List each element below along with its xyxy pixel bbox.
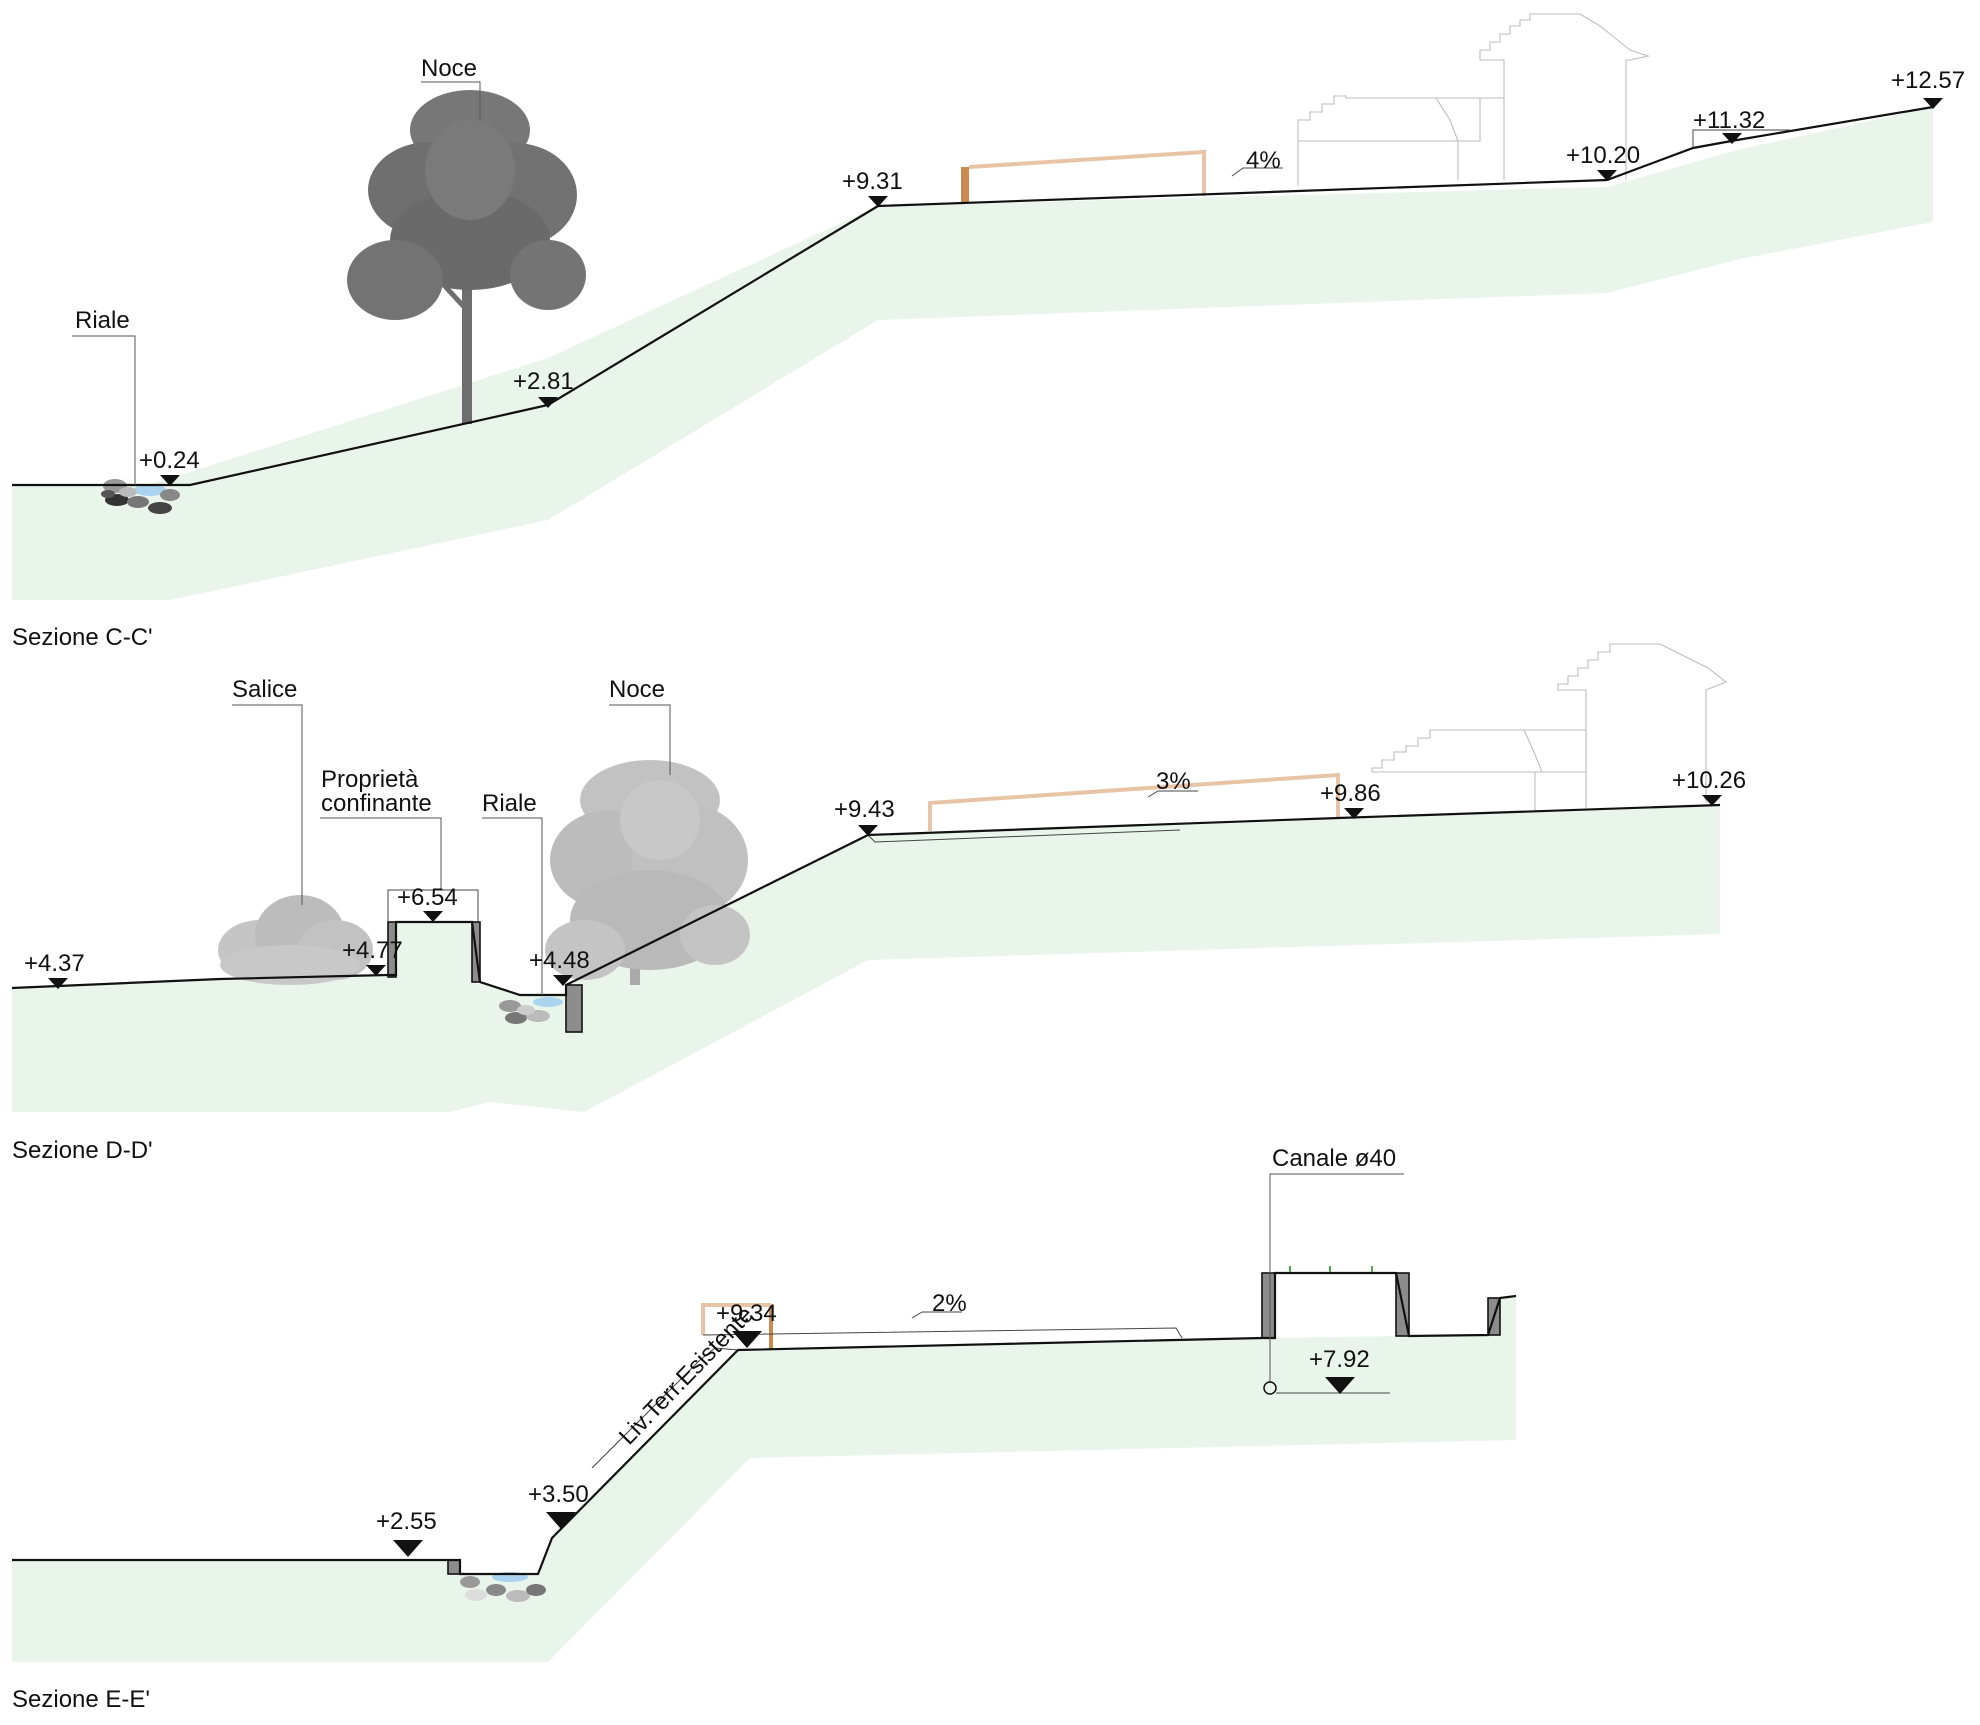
svg-text:+9.43: +9.43 [834,796,895,823]
section-d-willow-label: Salice [232,676,297,703]
section-c-upper-step [1692,129,1790,148]
section-d-elevation-2: +6.54 [397,884,458,922]
section-e-existing-ground-line [591,1347,739,1469]
section-d-fence-base [867,829,1181,843]
section-d-property-leader [320,817,442,890]
section-c-house [1297,13,1651,186]
section-d-title: Sezione D-D' [12,1137,153,1164]
svg-text:+12.57: +12.57 [1891,67,1965,94]
section-c-elevation-3: +10.20 [1566,142,1640,181]
section-e-canal-wall-left [1261,1272,1276,1339]
svg-text:+2.55: +2.55 [376,1508,437,1535]
section-c-slope-label: 4% [1246,147,1281,174]
section-d-elevation-5: +9.86 [1320,780,1381,819]
svg-text:+0.24: +0.24 [139,447,200,474]
section-d-elevation-3: +4.48 [529,947,590,986]
section-c-stream-leader [72,335,136,485]
section-c: 4% R [12,13,1965,651]
section-d-slope-label: 3% [1156,768,1191,795]
section-c-stream-stones [101,479,180,514]
section-e-terrain-line [12,1271,1517,1576]
section-c-slope-arrow [1231,167,1283,177]
svg-text:+7.92: +7.92 [1309,1346,1370,1373]
section-e-fence [701,1303,771,1335]
section-c-elevation-1: +2.81 [513,368,574,408]
section-c-ground [12,107,1933,600]
section-c-stream-label: Riale [75,307,130,334]
section-e-elevation-3: +7.92 [1309,1346,1370,1394]
section-e-slope-label: 2% [932,1290,967,1317]
section-c-fence-post [961,167,969,202]
section-e-elevation-2: +9.34 [716,1300,777,1348]
section-e-canal-leader [1269,1173,1404,1383]
section-c-title: Sezione C-C' [12,624,153,651]
svg-text:+4.48: +4.48 [529,947,590,974]
section-c-elevation-0: +0.24 [139,447,200,486]
svg-text:+10.20: +10.20 [1566,142,1640,169]
section-e-raised-ground [702,1327,1183,1339]
section-d-elevation-1: +4.77 [342,937,403,976]
section-e-canal-pipe [1263,1381,1277,1395]
section-d-slope-arrow [1147,790,1198,798]
section-c-elevation-4: +11.32 [1693,107,1765,144]
section-d-fence [928,772,1340,831]
section-d-tree-label: Noce [609,676,665,703]
svg-text:+9.31: +9.31 [842,168,903,195]
section-d-wall-stream [565,984,583,1033]
svg-text:+10.26: +10.26 [1672,767,1746,794]
svg-text:+9.34: +9.34 [716,1300,777,1327]
section-d-walnut-tree [545,760,750,985]
section-e-fence-post [769,1306,773,1350]
svg-text:+3.50: +3.50 [528,1481,589,1508]
section-d-tree-leader [609,704,671,775]
section-e: Liv.Terr.Esistente 2% Canale ø40 [12,1145,1517,1713]
svg-text:+4.77: +4.77 [342,937,403,964]
section-d-willow-shrub [218,895,373,985]
section-d-elevation-4: +9.43 [834,796,895,836]
section-e-elevation-0: +2.55 [376,1508,437,1557]
section-c-elevation-2: +9.31 [842,168,903,207]
section-e-elevation-1: +3.50 [528,1481,589,1529]
section-d-stream-leader [482,817,543,995]
svg-text:+4.37: +4.37 [24,950,85,977]
section-d-ground [12,805,1720,1112]
section-d-house [1371,643,1728,811]
svg-text:+9.86: +9.86 [1320,780,1381,807]
section-e-slope-arrow [911,1311,962,1319]
section-d-stream-label: Riale [482,790,537,817]
section-e-title: Sezione E-E' [12,1686,150,1713]
section-d-wall-top [387,889,479,922]
section-e-canal-label: Canale ø40 [1272,1145,1396,1172]
section-d-elevation-0: +4.37 [24,950,85,989]
section-d-willow-leader [232,704,303,905]
section-d-elevation-6: +10.26 [1672,767,1746,806]
section-c-elevation-5: +12.57 [1891,67,1965,109]
section-d: 3% [11,643,1746,1164]
section-e-ground [12,1298,1516,1662]
svg-text:+11.32: +11.32 [1693,107,1765,134]
section-c-fence [968,149,1206,196]
section-c-walnut-tree [347,90,586,424]
section-d-property-label-1: Proprietà [321,766,419,793]
svg-text:+2.81: +2.81 [513,368,574,395]
section-c-tree-label: Noce [421,55,477,82]
section-d-stream-stones [499,997,563,1024]
section-d-property-label-2: confinante [321,790,432,817]
section-e-wall-low [447,1559,461,1575]
svg-text:+6.54: +6.54 [397,884,458,911]
section-c-tree-leader [421,81,481,120]
